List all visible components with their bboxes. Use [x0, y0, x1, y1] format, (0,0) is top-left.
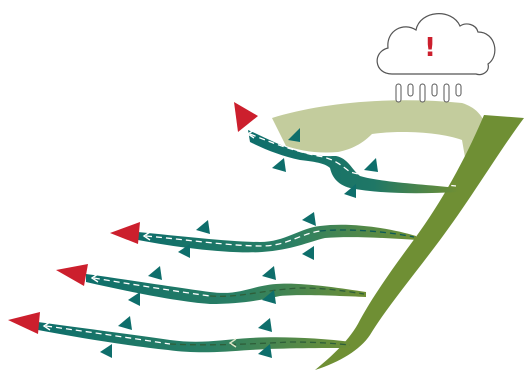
- red-arrowhead-icon-1: [234, 102, 258, 132]
- red-arrowhead-icon-2: [110, 222, 140, 244]
- arrowhead-icon: [272, 158, 286, 172]
- arrowhead-icon: [128, 292, 140, 306]
- rain-drop: [408, 84, 413, 96]
- cloud-outline: [377, 14, 495, 75]
- exclamation-icon: !: [424, 33, 436, 63]
- arrowhead-icon: [302, 246, 314, 260]
- rain-drop: [396, 84, 401, 102]
- branch-2: [138, 225, 416, 253]
- branch-4: [38, 322, 352, 352]
- rain-drop: [444, 84, 449, 102]
- main-river: [315, 115, 524, 370]
- rain-cloud-icon: !: [377, 14, 495, 102]
- rain-drop: [456, 84, 461, 96]
- arrowhead-icon: [302, 212, 316, 226]
- arrowhead-icon: [148, 266, 162, 280]
- arrowhead-icon: [364, 158, 378, 172]
- red-arrowhead-icon-3: [56, 264, 88, 286]
- flow-lines: [46, 134, 456, 345]
- rain-drop: [432, 84, 437, 96]
- arrowhead-icon: [196, 220, 210, 234]
- arrowhead-icon: [258, 318, 272, 332]
- red-arrowhead-icon-4: [8, 312, 40, 334]
- arrowhead-icon: [118, 316, 132, 330]
- rain-drops: [396, 84, 461, 102]
- arrowhead-icon: [262, 266, 276, 280]
- rain-drop: [420, 84, 425, 102]
- arrowhead-icon: [100, 344, 112, 358]
- flow-chevrons: [44, 130, 254, 347]
